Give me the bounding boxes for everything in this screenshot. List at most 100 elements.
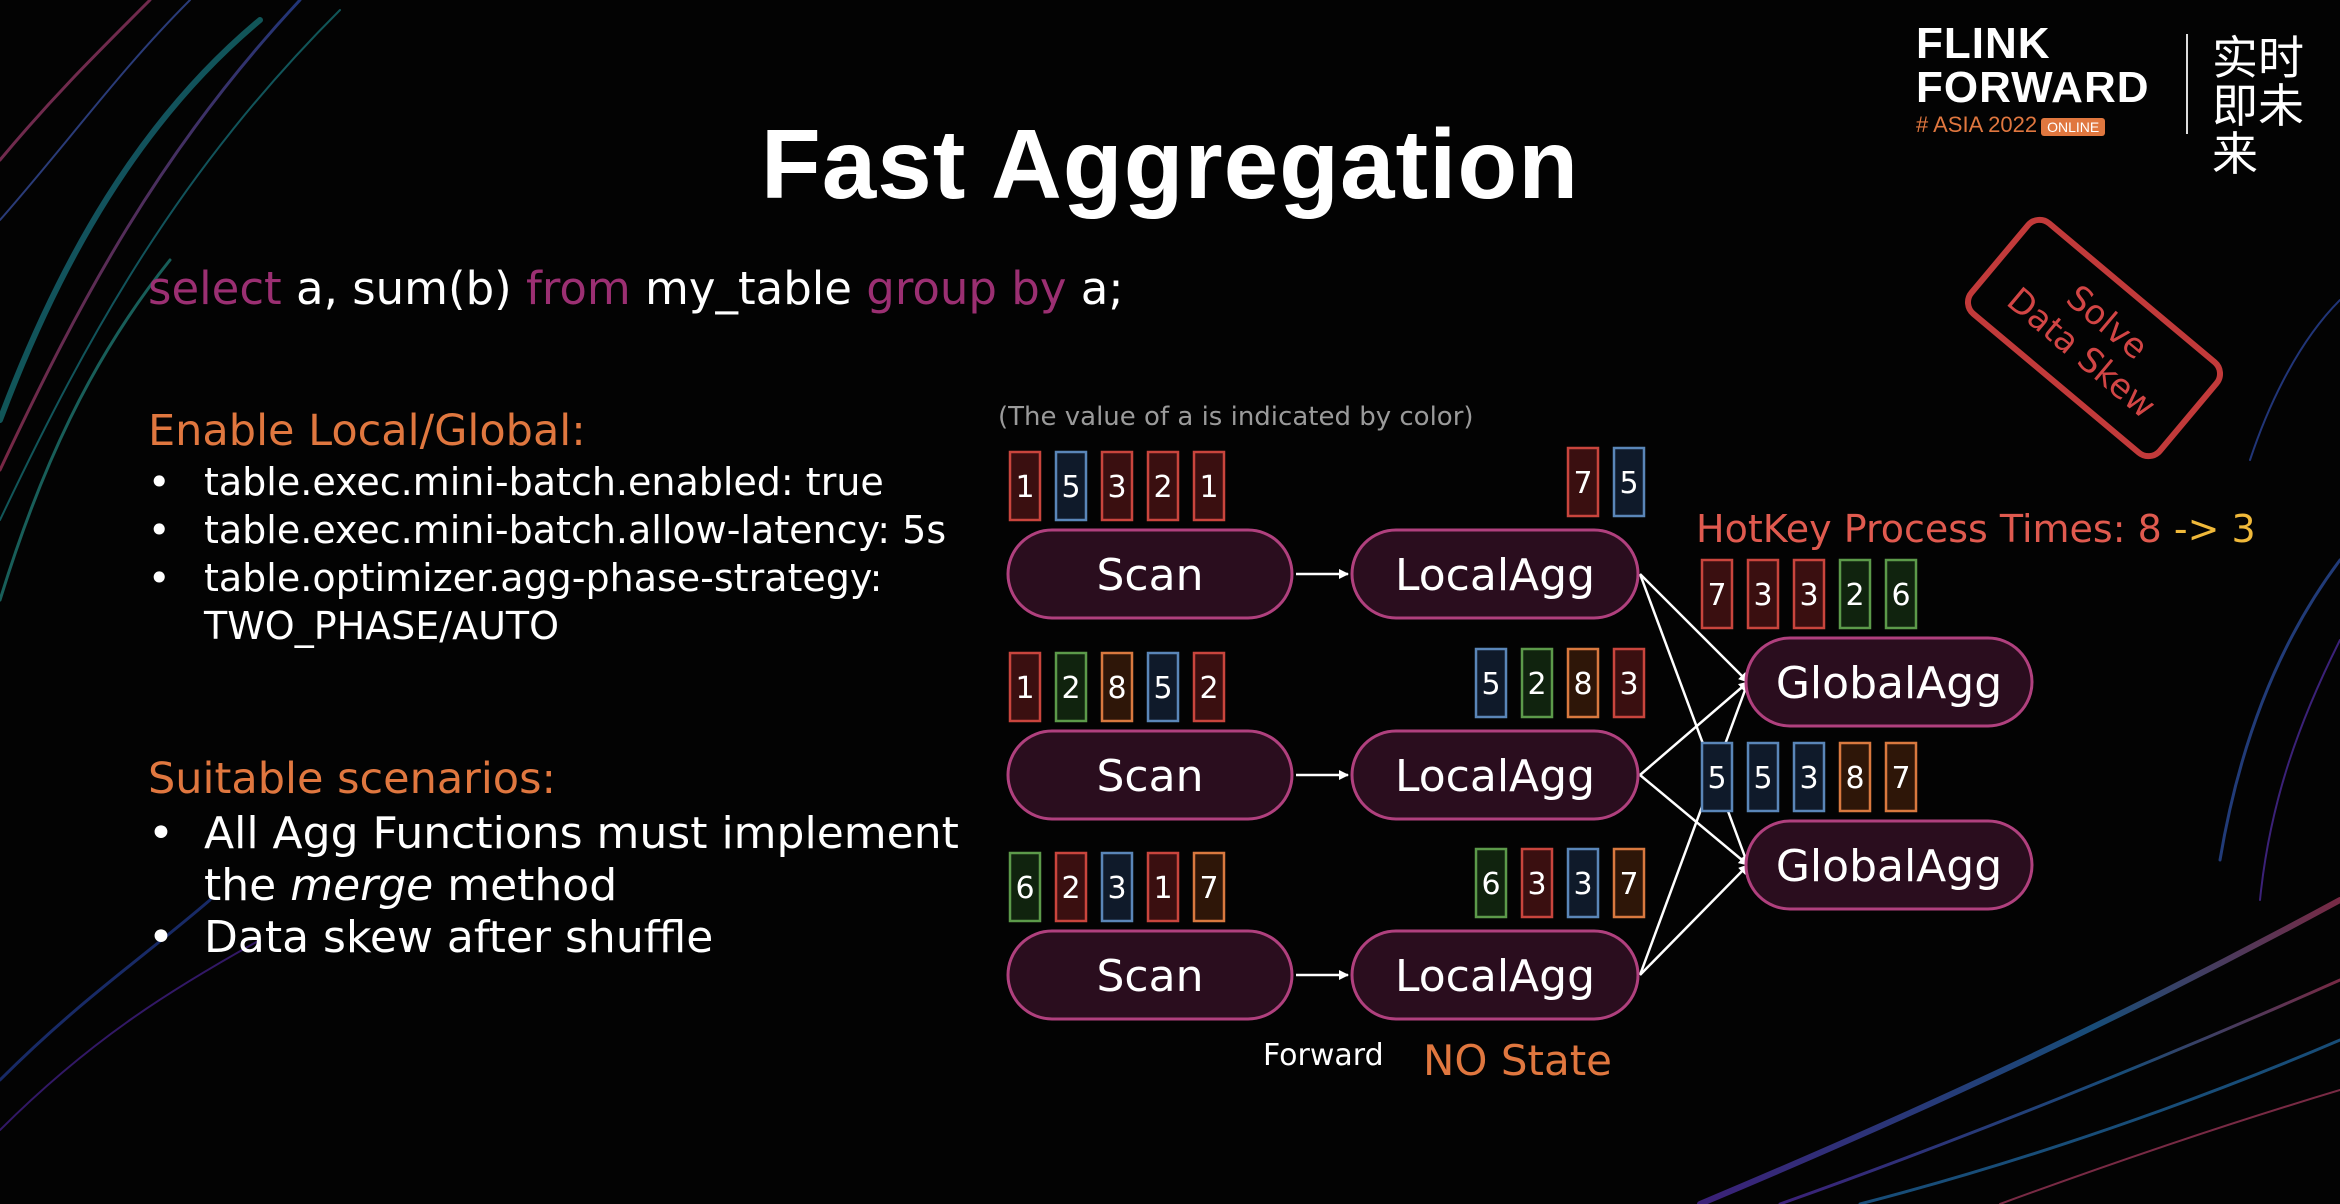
- globalagg-node-shape: [1744, 636, 2034, 728]
- record-box: [1474, 847, 1508, 919]
- record-value: 2: [1061, 871, 1080, 906]
- localagg-node-shape: [1350, 729, 1640, 821]
- record-box: [1838, 741, 1872, 813]
- record-box: [1884, 558, 1918, 630]
- localagg-node-label: LocalAgg: [1395, 751, 1595, 802]
- scan-record: 2: [1192, 651, 1226, 723]
- scan-node-label: Scan: [1097, 550, 1204, 601]
- flow-arrow: [1639, 573, 1749, 683]
- flow-arrow: [1638, 573, 1750, 866]
- enable-item: table.optimizer.agg-phase-strategy:: [148, 554, 968, 602]
- scan-record: 1: [1146, 851, 1180, 923]
- globalagg-node: GlobalAgg: [1744, 819, 2034, 911]
- forward-label: Forward: [1263, 1038, 1384, 1073]
- record-value: 3: [1107, 470, 1126, 505]
- record-box: [1746, 741, 1780, 813]
- record-value: 3: [1799, 761, 1818, 796]
- record-box: [1566, 446, 1600, 518]
- record-box: [1054, 851, 1088, 923]
- scan-record: 5: [1054, 450, 1088, 522]
- record-value: 2: [1527, 667, 1546, 702]
- record-value: 2: [1061, 671, 1080, 706]
- scan-record: 1: [1192, 450, 1226, 522]
- record-box: [1146, 851, 1180, 923]
- globalagg-record: 3: [1746, 558, 1780, 630]
- color-caption: (The value of a is indicated by color): [998, 402, 1474, 432]
- logo-event: # ASIA 2022: [1916, 112, 2038, 137]
- localagg-node-label: LocalAgg: [1395, 951, 1595, 1002]
- localagg-record: 5: [1474, 647, 1508, 719]
- localagg-node: LocalAgg: [1350, 929, 1640, 1021]
- logo-badge: ONLINE: [2041, 118, 2106, 136]
- record-value: 6: [1481, 867, 1500, 902]
- record-box: [1612, 847, 1646, 919]
- scan-node-shape: [1006, 729, 1294, 821]
- record-value: 3: [1753, 578, 1772, 613]
- record-box: [1792, 558, 1826, 630]
- record-value: 8: [1573, 667, 1592, 702]
- logo-line1: FLINK: [1916, 19, 2051, 68]
- scan-record: 6: [1008, 851, 1042, 923]
- globalagg-record: 3: [1792, 558, 1826, 630]
- scan-record: 7: [1192, 851, 1226, 923]
- suitable-item1-the: the: [204, 860, 291, 911]
- record-box: [1008, 651, 1042, 723]
- globalagg-record: 2: [1838, 558, 1872, 630]
- record-value: 5: [1753, 761, 1772, 796]
- localagg-record: 3: [1612, 647, 1646, 719]
- globalagg-record: 5: [1700, 741, 1734, 813]
- record-value: 2: [1845, 578, 1864, 613]
- record-box: [1192, 651, 1226, 723]
- slide-title: Fast Aggregation: [760, 109, 1580, 219]
- suitable-item1-method: method: [433, 860, 618, 911]
- scan-record: 2: [1054, 651, 1088, 723]
- record-value: 3: [1573, 867, 1592, 902]
- record-value: 5: [1707, 761, 1726, 796]
- logo-cn: 实时即未来: [2212, 31, 2304, 181]
- localagg-node-shape: [1350, 528, 1640, 620]
- record-value: 2: [1153, 470, 1172, 505]
- record-value: 6: [1015, 871, 1034, 906]
- suitable-item: Data skew after shuffle: [148, 912, 1028, 964]
- scan-node: Scan: [1006, 729, 1294, 821]
- hotkey-prefix: HotKey Process Times: 8: [1696, 507, 2174, 551]
- localagg-node-shape: [1350, 929, 1640, 1021]
- suitable-item1-line1: All Agg Functions must implement: [204, 808, 959, 859]
- record-value: 7: [1891, 761, 1910, 796]
- scan-record: 3: [1100, 450, 1134, 522]
- scan-record: 2: [1054, 851, 1088, 923]
- hotkey-arrow-part: -> 3: [2173, 507, 2256, 551]
- scan-node: Scan: [1006, 528, 1294, 620]
- sql-keyword-select: select: [148, 262, 282, 315]
- record-value: 1: [1199, 470, 1218, 505]
- globalagg-record: 7: [1884, 741, 1918, 813]
- sql-keyword-group-by: group by: [866, 262, 1067, 315]
- record-value: 7: [1707, 578, 1726, 613]
- record-box: [1474, 647, 1508, 719]
- record-value: 3: [1527, 867, 1546, 902]
- record-value: 7: [1573, 466, 1592, 501]
- record-box: [1146, 651, 1180, 723]
- record-box: [1612, 647, 1646, 719]
- globalagg-record: 6: [1884, 558, 1918, 630]
- scan-record: 8: [1100, 651, 1134, 723]
- flow-arrow: [1639, 774, 1749, 866]
- suitable-heading: Suitable scenarios:: [148, 754, 556, 804]
- scan-node-shape: [1006, 929, 1294, 1021]
- no-state-label: NO State: [1423, 1036, 1612, 1085]
- record-value: 6: [1891, 578, 1910, 613]
- localagg-record: 6: [1474, 847, 1508, 919]
- enable-list: table.exec.mini-batch.enabled: true tabl…: [148, 458, 968, 650]
- record-value: 8: [1107, 671, 1126, 706]
- record-value: 1: [1153, 871, 1172, 906]
- hotkey-label: HotKey Process Times: 8 -> 3: [1696, 507, 2256, 551]
- enable-item: table.exec.mini-batch.allow-latency: 5s: [148, 506, 968, 554]
- scan-node-shape: [1006, 528, 1294, 620]
- scan-record: 3: [1100, 851, 1134, 923]
- record-box: [1838, 558, 1872, 630]
- record-box: [1566, 647, 1600, 719]
- scan-record: 2: [1146, 450, 1180, 522]
- scan-record: 1: [1008, 450, 1042, 522]
